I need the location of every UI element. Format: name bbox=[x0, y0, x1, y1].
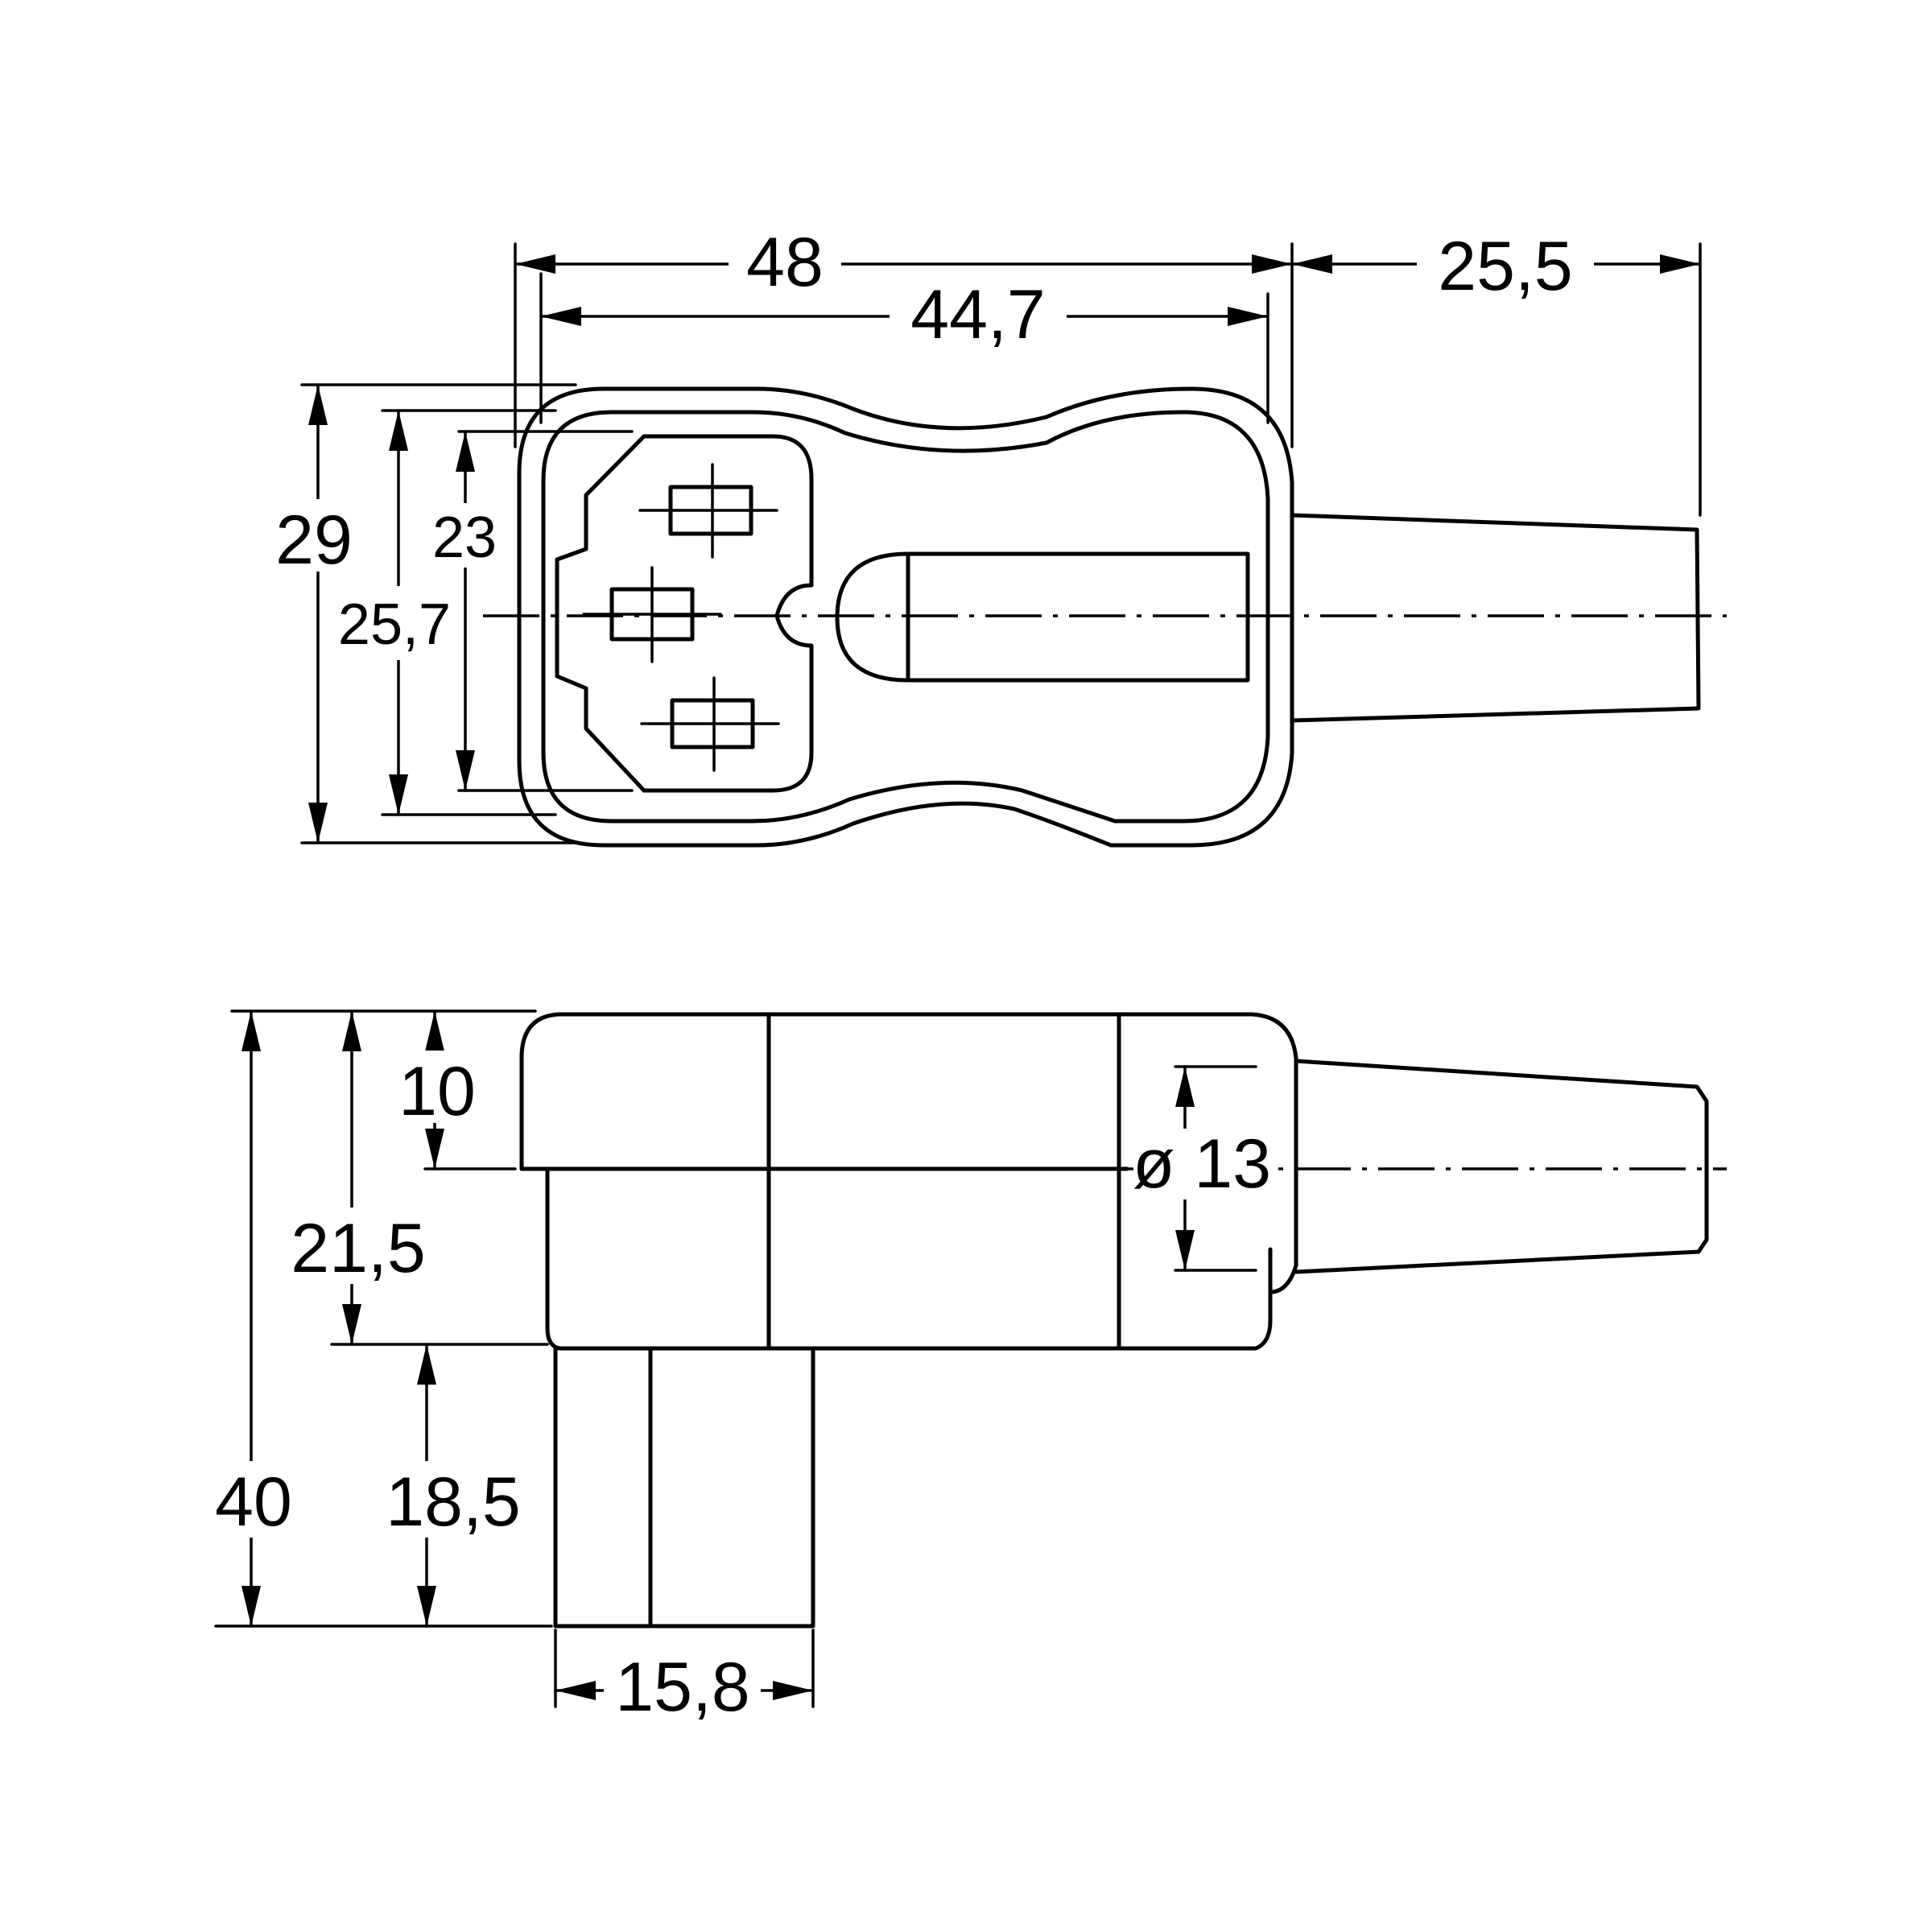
dim-overall-length: 48 bbox=[514, 221, 1294, 301]
side-view: 40 21,5 10 18,5 bbox=[201, 1009, 1727, 1726]
socket-cavity-outline bbox=[555, 434, 814, 793]
dim-socket-width: 23 bbox=[424, 430, 505, 792]
dim-upper-height-label: 10 bbox=[398, 1053, 476, 1130]
dim-inner-width: 25,7 bbox=[322, 409, 467, 816]
socket-protrusion-outline bbox=[553, 1346, 815, 1629]
dim-overall-width: 29 bbox=[262, 383, 374, 844]
dim-overall-width-label: 29 bbox=[275, 502, 353, 579]
cable-clamp-outline bbox=[835, 551, 1250, 683]
dim-cable-diameter: ø 13 bbox=[1133, 1065, 1271, 1272]
dim-upper-height: 10 bbox=[393, 1009, 481, 1170]
dim-socket-width-label: 23 bbox=[432, 506, 497, 570]
dim-socket-width-side-label: 15,8 bbox=[615, 1649, 749, 1726]
cable-top-outline bbox=[1290, 513, 1701, 723]
dim-socket-depth-label: 18,5 bbox=[386, 1463, 520, 1541]
dim-body-length: 44,7 bbox=[539, 274, 1269, 353]
cable-side-outline bbox=[1294, 1059, 1709, 1274]
dim-overall-length-label: 48 bbox=[746, 224, 824, 301]
dim-body-height: 21,5 bbox=[278, 1009, 439, 1346]
dim-cable-length-label: 25,5 bbox=[1438, 228, 1572, 305]
dim-body-height-label: 21,5 bbox=[291, 1210, 425, 1287]
housing-inner-outline bbox=[541, 410, 1270, 824]
dim-socket-width-side: 15,8 bbox=[554, 1649, 815, 1726]
dim-socket-depth: 18,5 bbox=[370, 1343, 535, 1628]
dim-cable-diameter-label: ø 13 bbox=[1133, 1125, 1271, 1203]
top-view: 48 44,7 25,5 29 bbox=[262, 221, 1727, 848]
upper-body-outline bbox=[519, 1012, 1298, 1294]
dim-overall-height: 40 bbox=[201, 1009, 306, 1628]
dim-body-length-label: 44,7 bbox=[910, 276, 1045, 353]
dim-cable-length: 25,5 bbox=[1290, 221, 1702, 305]
dim-overall-height-label: 40 bbox=[215, 1463, 292, 1541]
housing-outer-outline bbox=[517, 386, 1294, 848]
lower-body-outline bbox=[545, 1166, 1273, 1351]
dim-inner-width-label: 25,7 bbox=[338, 592, 451, 657]
